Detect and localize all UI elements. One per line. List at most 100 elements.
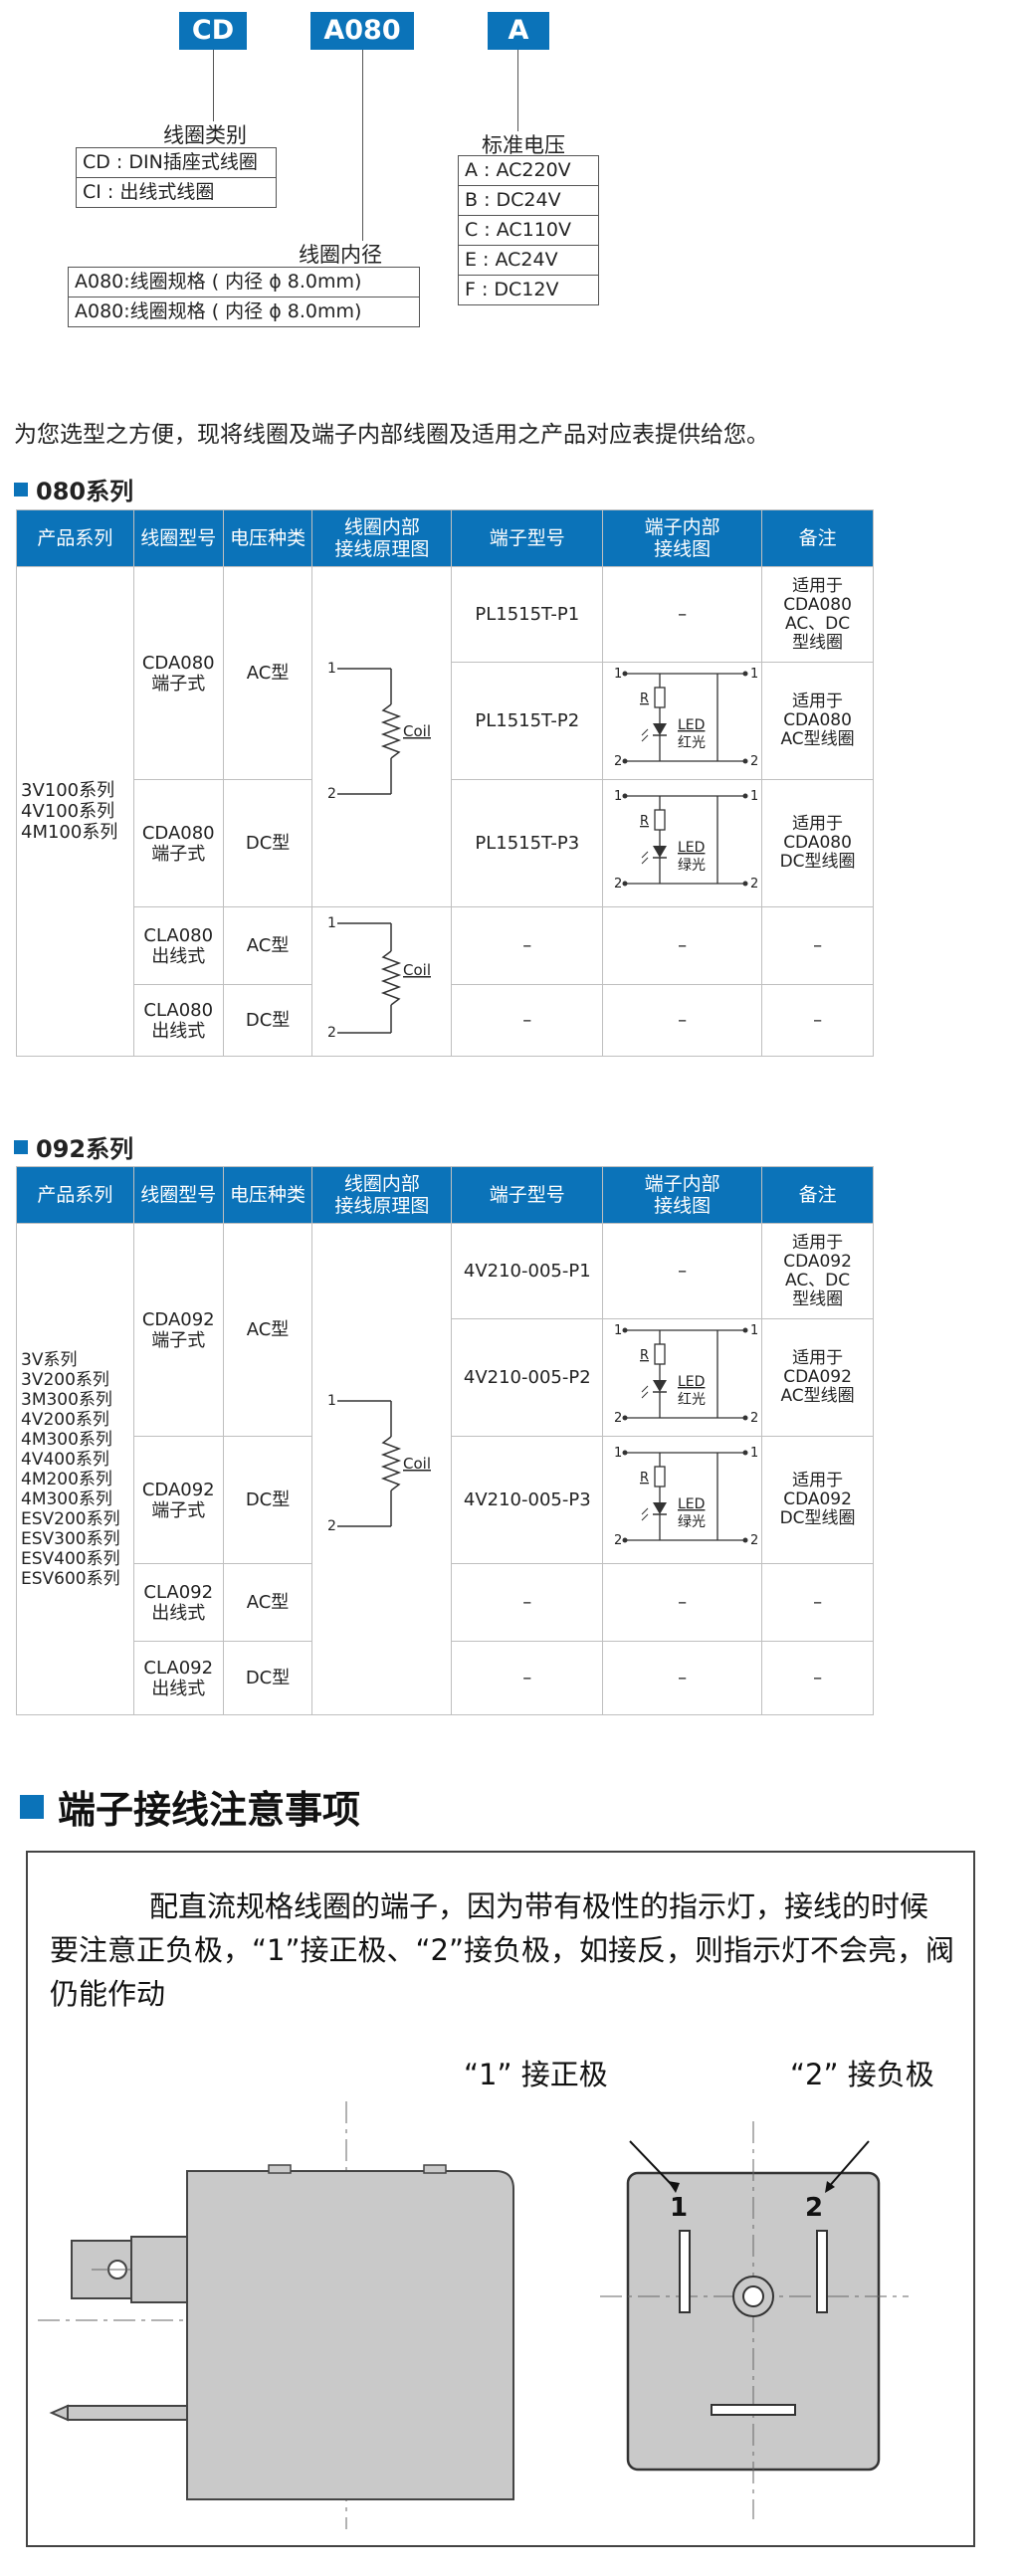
terminal-wiring-red: 1 1 R LED 红光 2 2: [614, 1323, 758, 1426]
pin-slot-1: [679, 2230, 691, 2313]
note-cell: 适用于 CDA092 AC型线圈: [761, 1318, 874, 1437]
terminal-wiring-cell: –: [602, 906, 763, 985]
note-cell: –: [761, 906, 874, 985]
lead-wire: [67, 2405, 188, 2421]
terminal-wiring-cell: 1 1 R LED 红光 2 2: [602, 1318, 763, 1437]
table-row: 3V100系列 4V100系列 4M100系列 CDA080 端子式 AC型 1…: [16, 566, 874, 1057]
voltage-item: C : AC110V: [459, 215, 598, 245]
pin-1-mark: 1: [670, 2193, 688, 2223]
header-cell: 线圈内部 接线原理图: [311, 1166, 453, 1224]
svg-text:2: 2: [750, 754, 757, 769]
positive-label: “1” 接正极: [464, 2058, 608, 2091]
leader-line: [362, 50, 363, 241]
terminal-wiring-cell: –: [602, 984, 763, 1057]
header-cell: 线圈内部 接线原理图: [311, 509, 453, 567]
svg-text:R: R: [640, 814, 649, 829]
ground-slot: [711, 2404, 796, 2416]
negative-label: “2” 接负极: [790, 2058, 934, 2091]
svg-text:1: 1: [614, 789, 622, 804]
code-a: A: [488, 12, 549, 50]
header-cell: 端子型号: [451, 509, 604, 567]
terminal-wiring-green: 1 1 R LED 绿光 2 2: [614, 789, 758, 892]
voltage-cell: DC型: [222, 984, 313, 1057]
coil-symbol: [380, 950, 402, 1006]
coil-schematic-cell: 1 2 Coil: [311, 906, 453, 1057]
svg-text:1: 1: [750, 1323, 757, 1338]
svg-text:1: 1: [327, 1393, 336, 1409]
coil-type-item: CI : 出线式线圈: [77, 177, 276, 207]
leader-line: [517, 50, 518, 131]
square-icon: [14, 1139, 28, 1154]
square-icon: [20, 1794, 44, 1819]
terminal-wiring-cell: 1 1 R LED 红光 2 2: [602, 662, 763, 780]
note-cell: 适用于 CDA080 AC型线圈: [761, 662, 874, 780]
series-080-heading: 080系列: [14, 472, 133, 506]
header-cell: 线圈型号: [132, 1166, 224, 1224]
header-cell: 电压种类: [222, 1166, 313, 1224]
coil-model-cell: CLA080 出线式: [132, 984, 224, 1057]
voltage-list: A : AC220V B : DC24V C : AC110V E : AC24…: [458, 155, 599, 305]
note-cell: 适用于 CDA080 DC型线圈: [761, 779, 874, 907]
svg-text:1: 1: [750, 667, 757, 682]
terminal-model-cell: 4V210-005-P2: [451, 1318, 604, 1437]
header-cell: 端子内部 接线图: [602, 509, 763, 567]
voltage-cell: AC型: [222, 566, 313, 780]
svg-text:1: 1: [614, 667, 622, 682]
svg-text:2: 2: [614, 877, 622, 892]
wiring-notes-heading: 端子接线注意事项: [20, 1779, 360, 1834]
terminal-model-cell: PL1515T-P1: [451, 566, 604, 663]
svg-text:1: 1: [750, 789, 757, 804]
svg-text:LED: LED: [678, 840, 705, 856]
series-092-table: 产品系列 线圈型号 电压种类 线圈内部 接线原理图 端子型号 端子内部 接线图 …: [16, 1166, 874, 1715]
voltage-cell: DC型: [222, 779, 313, 907]
svg-text:R: R: [640, 1471, 649, 1486]
header-cell: 端子内部 接线图: [602, 1166, 763, 1224]
voltage-cell: DC型: [222, 1436, 313, 1564]
header-cell: 备注: [761, 1166, 874, 1224]
header-cell: 端子型号: [451, 1166, 604, 1224]
svg-text:2: 2: [750, 1411, 757, 1426]
voltage-item: E : AC24V: [459, 245, 598, 275]
pin-2-mark: 2: [805, 2193, 823, 2223]
table-row: CDA092 端子式 DC型 4V210-005-P3 1 1 R LED 绿光: [17, 1436, 874, 1564]
coil-model-cell: CDA092 端子式: [132, 1223, 224, 1437]
wiring-notes-text: 配直流规格线圈的端子，因为带有极性的指示灯，接线的时候要注意正负极，“1”接正极…: [50, 1889, 954, 2011]
header-cell: 电压种类: [222, 509, 313, 567]
note-cell: 适用于 CDA092 AC、DC 型线圈: [761, 1223, 874, 1319]
svg-text:绿光: 绿光: [678, 1514, 706, 1530]
product-series-cell: 3V系列 3V200系列 3M300系列 4V200系列 4M300系列 4V4…: [16, 1223, 134, 1715]
pin-2-label: 2: [327, 786, 336, 802]
svg-text:Coil: Coil: [403, 961, 431, 979]
resistor-label: R: [640, 692, 649, 706]
svg-text:2: 2: [750, 877, 757, 892]
series-092-heading: 092系列: [14, 1129, 133, 1164]
terminal-model-cell: –: [451, 1641, 604, 1715]
coil-type-title: 线圈类别: [163, 123, 247, 147]
header-cell: 产品系列: [16, 1166, 134, 1224]
header-cell: 产品系列: [16, 509, 134, 567]
coil-schematic: 1 2 Coil: [327, 1393, 431, 1534]
note-cell: 适用于 CDA092 DC型线圈: [761, 1436, 874, 1564]
terminal-model-cell: PL1515T-P2: [451, 662, 604, 780]
arrow-negative: [826, 2140, 870, 2190]
note-cell: –: [761, 1641, 874, 1715]
coil-schematic: 1 2 Coil: [327, 915, 431, 1041]
coil-model-cell: CDA080 端子式: [132, 566, 224, 780]
terminal-model-cell: –: [451, 1563, 604, 1642]
svg-text:Coil: Coil: [403, 1455, 431, 1473]
coil-schematic: 1 2 Coil: [327, 661, 431, 802]
coil-bore-title: 线圈内径: [299, 243, 382, 267]
terminal-model-cell: 4V210-005-P3: [451, 1436, 604, 1564]
coil-type-list: CD : DIN插座式线圈 CI : 出线式线圈: [76, 147, 277, 208]
arrow-positive: [629, 2140, 677, 2190]
svg-text:2: 2: [327, 1518, 336, 1534]
coil-schematic-cell: 1 2 Coil: [311, 1223, 453, 1715]
voltage-cell: AC型: [222, 1563, 313, 1642]
table-row: 4V210-005-P2 1 1 R LED 红光 2: [17, 1318, 874, 1437]
coil-model-cell: CLA080 出线式: [132, 906, 224, 985]
voltage-item: A : AC220V: [465, 159, 571, 181]
table-row: CLA092 出线式 DC型 – – –: [17, 1641, 874, 1715]
coil-label: Coil: [403, 722, 431, 740]
pin-1-label: 1: [327, 661, 336, 677]
coil-schematic-cell: 1 2 Coil: [311, 566, 453, 907]
